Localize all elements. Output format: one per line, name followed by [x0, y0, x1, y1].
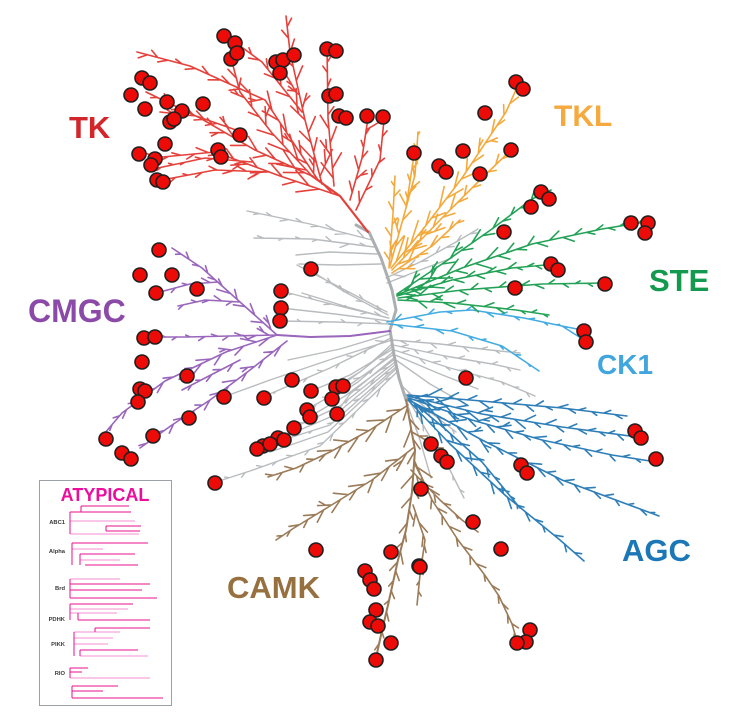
svg-text:ATYPICAL: ATYPICAL	[61, 485, 150, 505]
svg-text:TKL: TKL	[554, 100, 612, 133]
svg-text:Brd: Brd	[55, 586, 65, 592]
svg-text:ABC1: ABC1	[49, 520, 66, 526]
svg-text:PDHK: PDHK	[49, 617, 66, 623]
svg-text:Alpha: Alpha	[49, 549, 66, 555]
svg-text:CK1: CK1	[597, 349, 653, 380]
svg-text:TK: TK	[69, 110, 111, 145]
svg-text:CMGC: CMGC	[28, 293, 126, 329]
svg-text:CAMK: CAMK	[227, 570, 321, 605]
svg-text:PIKK: PIKK	[51, 642, 66, 648]
svg-text:RIO: RIO	[55, 671, 66, 677]
svg-text:AGC: AGC	[622, 533, 691, 568]
svg-text:STE: STE	[649, 263, 709, 298]
